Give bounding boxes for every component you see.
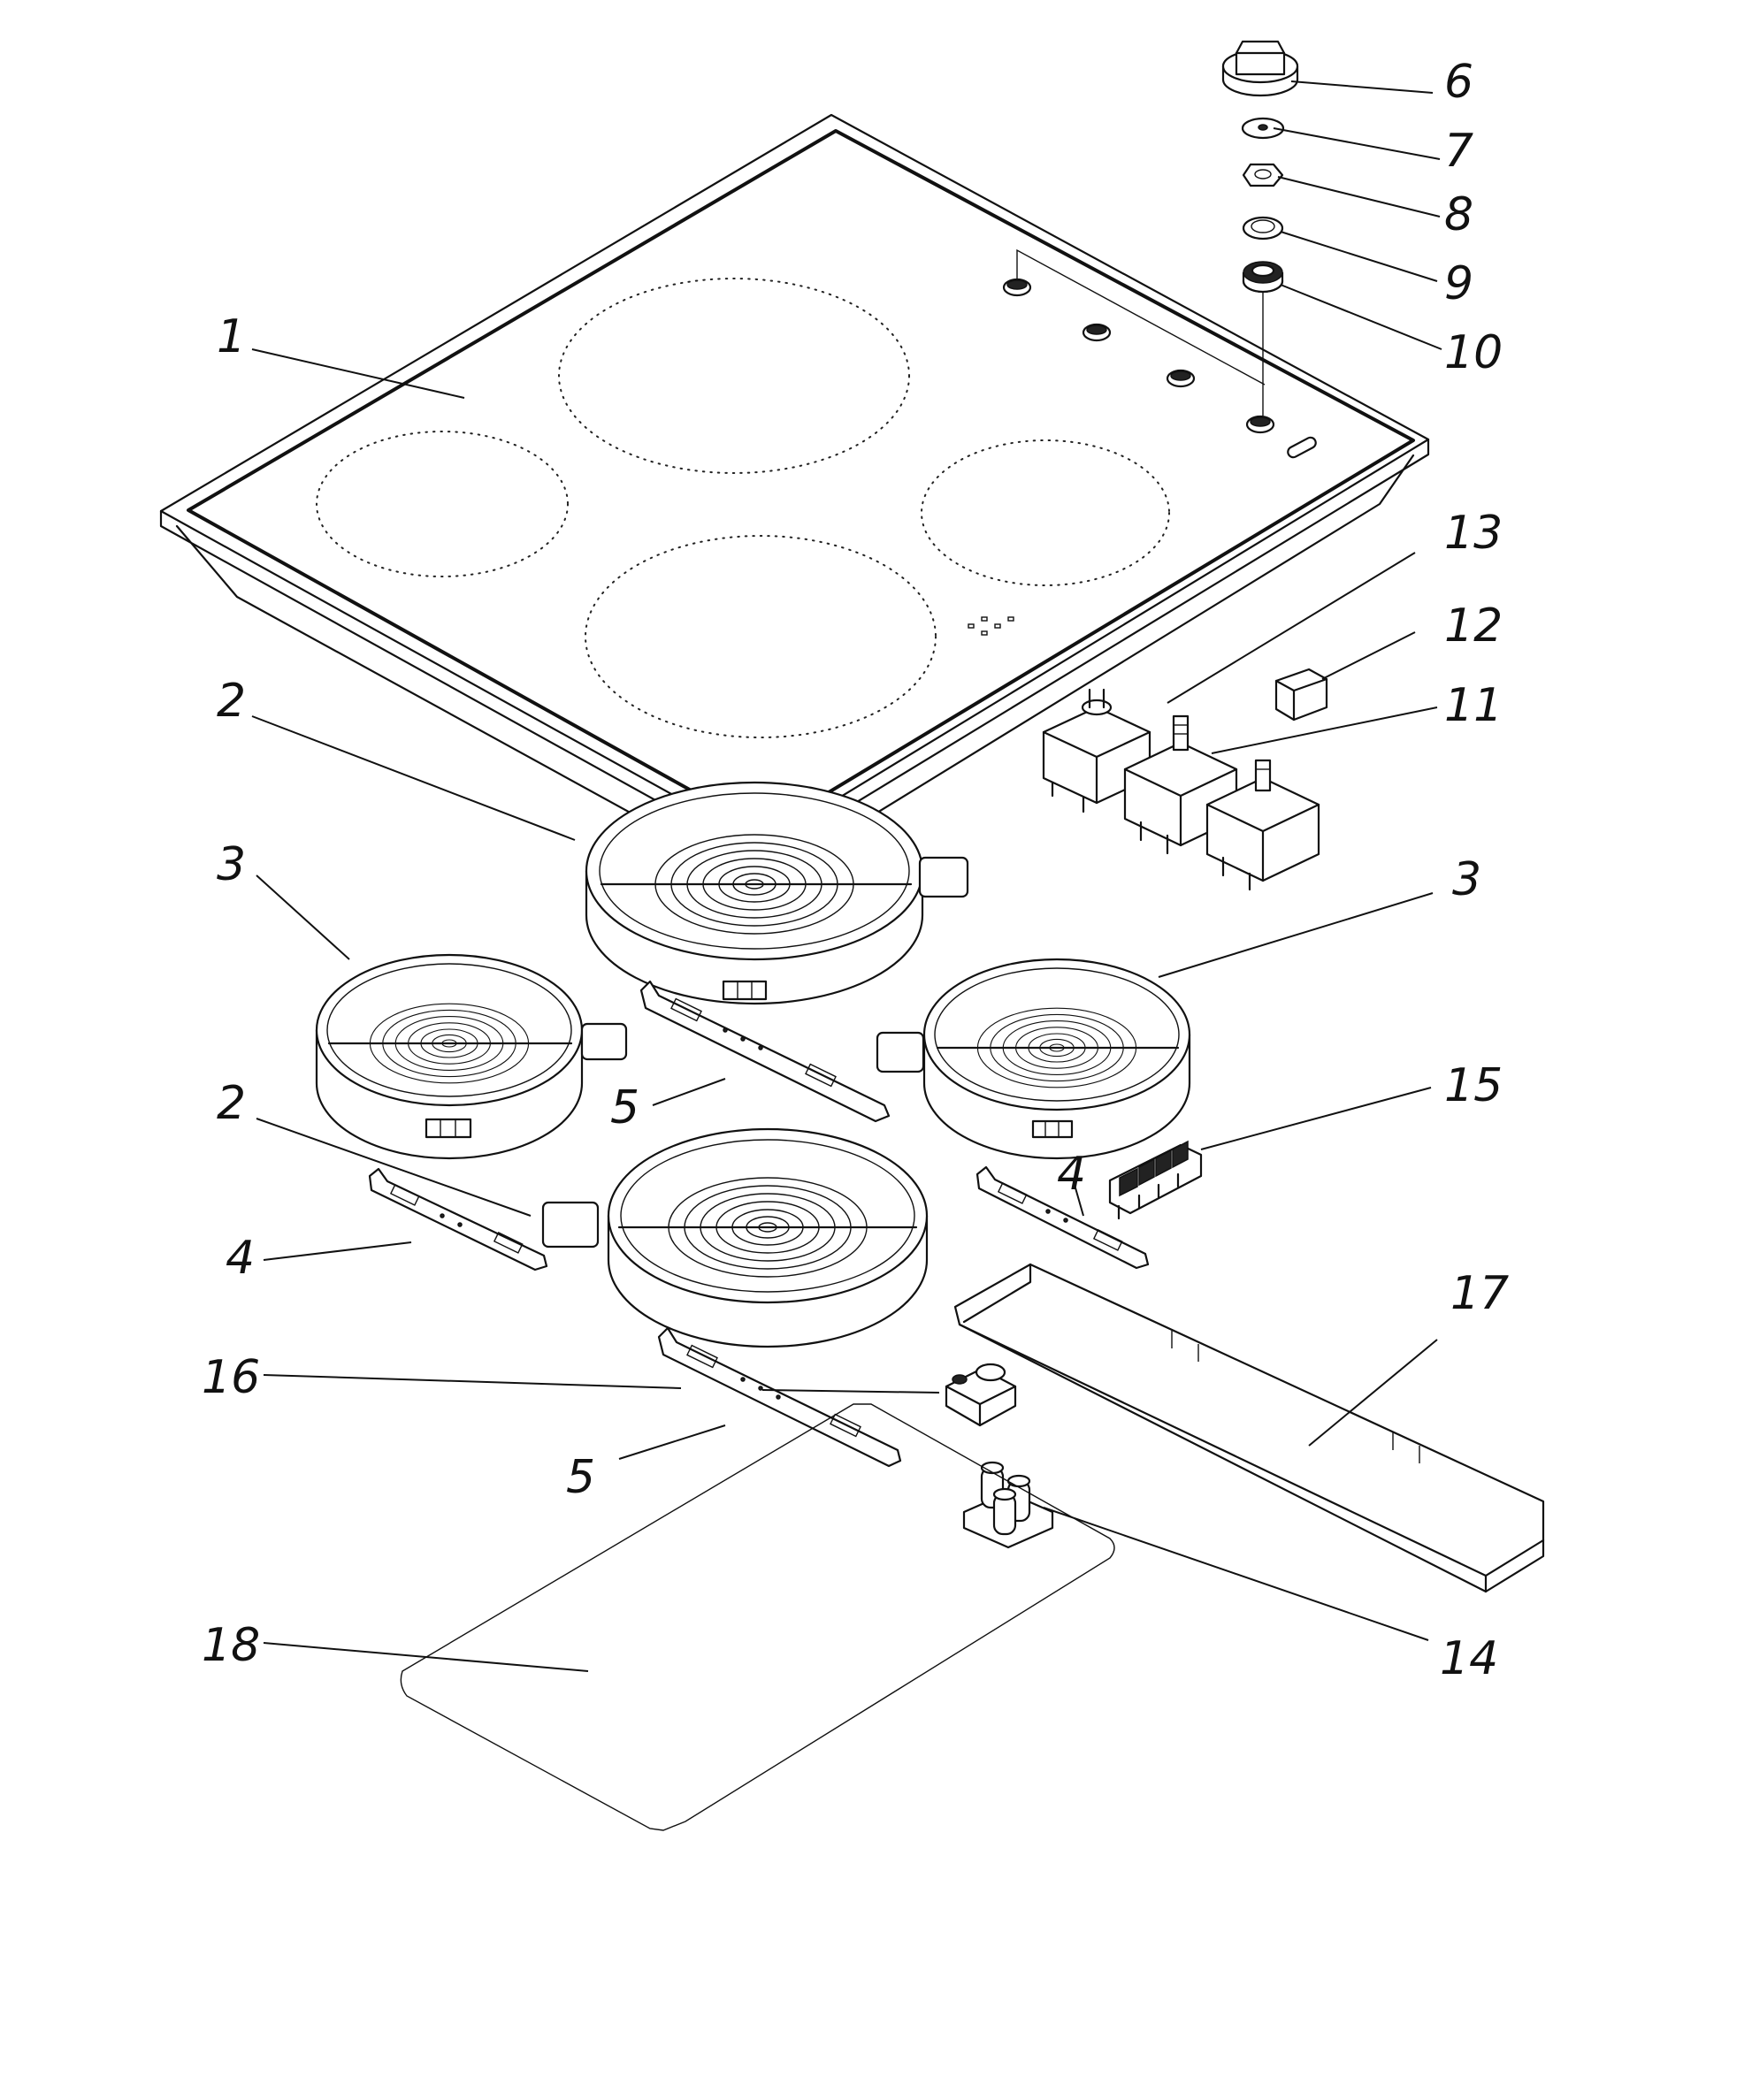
thermal-limiter <box>945 1363 1017 1427</box>
callout-13: 13 <box>1444 507 1503 560</box>
knob-bushing <box>1242 261 1284 294</box>
callout-12: 12 <box>1444 599 1503 653</box>
cooking-zone-front-large <box>585 535 937 738</box>
indicator-lamp-window <box>1287 436 1317 459</box>
leader-lines <box>251 80 1442 1672</box>
callout-4-right: 4 <box>1057 1148 1086 1201</box>
knob-ring <box>1242 216 1284 241</box>
callout-5-upper: 5 <box>610 1081 639 1134</box>
element-terminal-box <box>541 1201 600 1249</box>
control-knob <box>1221 40 1299 97</box>
wire-connector <box>962 1461 1054 1549</box>
callout-3-right: 3 <box>1452 853 1481 906</box>
energy-regulator-switch <box>1205 759 1320 891</box>
switch-cap <box>1274 668 1328 722</box>
knob-nut <box>1242 163 1284 187</box>
callout-14: 14 <box>1440 1632 1498 1685</box>
callout-10: 10 <box>1444 326 1503 379</box>
cooking-zone-right <box>921 439 1170 586</box>
mounting-bracket <box>639 980 891 1123</box>
callout-17: 17 <box>1450 1267 1509 1320</box>
callout-8: 8 <box>1444 188 1473 241</box>
callout-6: 6 <box>1444 56 1473 109</box>
callout-4-left: 4 <box>226 1232 255 1285</box>
callout-2-front: 2 <box>217 1077 246 1130</box>
callout-1: 1 <box>217 310 246 363</box>
mounting-bracket <box>657 1326 902 1468</box>
cooking-zone-rear-large <box>558 278 910 474</box>
callout-5-lower: 5 <box>566 1451 595 1504</box>
callout-2-rear: 2 <box>217 675 246 728</box>
element-terminal-box <box>876 1031 925 1073</box>
heating-element-small-right <box>876 958 1191 1160</box>
callout-labels: 1 2 3 3 2 4 4 5 5 6 7 8 9 10 11 12 13 14… <box>202 56 1509 1685</box>
heating-element-small-left <box>315 953 628 1160</box>
glass-cooktop <box>159 113 1430 886</box>
support-bracket <box>368 1167 548 1271</box>
support-bracket <box>975 1165 1150 1270</box>
zone-marker-icon <box>968 616 1014 636</box>
support-rail <box>953 1263 1545 1593</box>
heating-element-large-front <box>541 1127 929 1348</box>
element-terminal-box <box>580 1022 628 1061</box>
callout-16: 16 <box>202 1351 260 1404</box>
bottom-plate <box>400 1403 1115 1831</box>
terminal-block <box>1108 1140 1203 1220</box>
knob-washer <box>1241 117 1285 140</box>
callout-18: 18 <box>202 1619 260 1672</box>
callout-11: 11 <box>1444 679 1503 732</box>
callout-3-left: 3 <box>217 838 246 891</box>
heating-element-large-rear <box>585 781 969 1005</box>
cooking-zone-left <box>316 431 569 577</box>
element-terminal-box <box>918 856 969 898</box>
callout-9: 9 <box>1444 257 1473 310</box>
callout-7: 7 <box>1444 125 1473 178</box>
callout-15: 15 <box>1444 1059 1503 1112</box>
